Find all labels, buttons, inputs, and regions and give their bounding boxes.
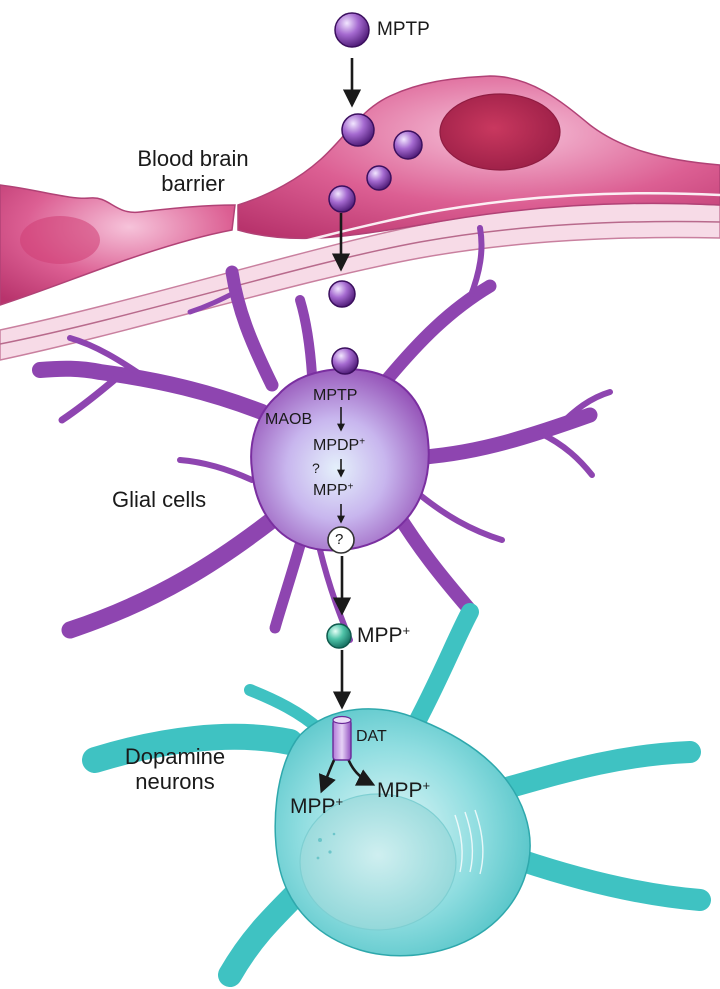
glial-process (177, 457, 255, 483)
dopamine-neurons-label: Dopamine neurons (110, 744, 240, 795)
glial-process (58, 371, 124, 424)
blood-brain-barrier-label: Blood brain barrier (118, 146, 268, 197)
neuron-process (82, 723, 303, 773)
bbb-line2: barrier (161, 171, 225, 197)
mpdp-label: MPDP+ (313, 437, 365, 455)
dat-transporter (332, 715, 352, 761)
mpp-released-charge: + (402, 622, 411, 638)
glial-cell-body (250, 368, 430, 552)
endothelial-nucleus-left (20, 216, 100, 264)
glial-process (187, 289, 239, 315)
mptp-molecule (341, 113, 375, 147)
mpp-released-text: MPP (357, 624, 403, 647)
mptp-molecules (328, 12, 423, 375)
glial-process (32, 360, 270, 420)
glial-process (417, 492, 505, 543)
neuron-nucleus (299, 793, 457, 931)
neuron-process (509, 849, 711, 911)
mpdp-charge: + (359, 436, 366, 448)
dopamine-neuron (82, 603, 711, 987)
maob-label: MAOB (265, 411, 313, 428)
mpp-left-text: MPP (290, 795, 336, 818)
glial-process (61, 511, 281, 639)
mptp-molecule (366, 165, 392, 191)
glial-process (378, 279, 497, 389)
glial-process (295, 295, 317, 380)
question-circle-label: ? (335, 531, 344, 548)
mptp-inner-label: MPTP (313, 387, 358, 404)
bbb-line1: Blood brain (137, 146, 249, 171)
neuron-process (218, 878, 312, 987)
glial-process (388, 503, 477, 617)
mpp-right-charge: + (422, 777, 431, 793)
mpp-left-label: MPP+ (290, 795, 343, 819)
glial-cells-label: Glial cells (112, 487, 207, 512)
glial-cell (32, 225, 613, 643)
mpp-molecule (326, 623, 352, 649)
neuron-process (489, 741, 701, 801)
endothelial-nucleus-right (439, 93, 561, 171)
mptp-molecule (328, 185, 356, 213)
unknown-release-marker (327, 526, 355, 554)
mpp-inner-label: MPP+ (313, 482, 353, 500)
dopa-line2: neurons (135, 769, 215, 795)
mpp-inner-text: MPP (313, 482, 348, 499)
mpp-right-text: MPP (377, 779, 423, 802)
mptp-molecule (328, 280, 356, 308)
mpp-left-charge: + (335, 793, 344, 809)
mptp-molecule (393, 130, 423, 160)
glial-process (537, 430, 595, 478)
mptp-molecule (334, 12, 370, 48)
unknown-step-label: ? (312, 460, 320, 476)
mpdp-text: MPDP (313, 437, 360, 454)
endothelial-cell-left (0, 184, 236, 306)
glial-process (557, 389, 613, 428)
glial-process (467, 225, 485, 301)
mpp-released-label: MPP+ (357, 624, 410, 648)
mpp-inner-charge: + (347, 481, 354, 493)
glial-process (67, 335, 153, 384)
blood-vessel (0, 75, 720, 361)
mptp-top-label: MPTP (377, 19, 430, 40)
neuron-process (401, 603, 479, 744)
neuron-process (244, 684, 326, 736)
glial-process (269, 539, 306, 634)
glial-process (225, 265, 279, 392)
mpp-right-label: MPP+ (377, 779, 430, 803)
dopa-line1: Dopamine (124, 744, 226, 769)
mptp-molecule (331, 347, 359, 375)
dat-label: DAT (356, 728, 387, 745)
